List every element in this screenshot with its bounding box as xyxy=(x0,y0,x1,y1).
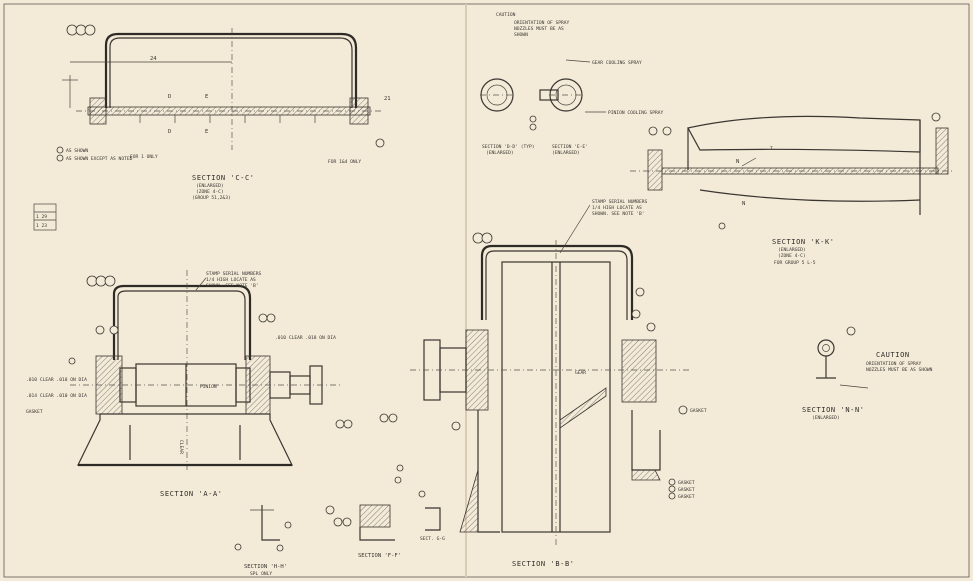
gear-label: GEAR xyxy=(575,370,586,376)
dim-t-label: T xyxy=(770,146,773,152)
section-cc-view: 24 D E D E 21 AS SHOWN AS SHOWN EXCEPT A… xyxy=(56,24,391,201)
dim-e-label-2: E xyxy=(205,129,208,135)
caution-right-title: CAUTION xyxy=(876,351,910,359)
section-bb-title: SECTION 'B-B' xyxy=(512,560,575,568)
caution-top-1: CAUTION xyxy=(496,12,516,18)
caution-top-2: ORIENTATION OF SPRAY xyxy=(514,20,570,26)
section-ff-title: SECTION 'F-F' xyxy=(358,553,401,559)
section-cc-sub3: (GROUP 51,2&3) xyxy=(192,195,231,201)
clear-label: CLEAR xyxy=(178,440,184,454)
stamp-note-left-2: 1/4 HIGH LOCATE AS xyxy=(206,277,256,283)
section-bb-view: GEAR STAMP SERIAL NUMBERS 1/4 HIGH LOCAT… xyxy=(379,199,707,568)
stamp-note-left-3: SHOWN. SEE NOTE 'B' xyxy=(206,283,259,289)
dim-21-label: 21 xyxy=(384,96,391,102)
section-kk-sub1: (ENLARGED) xyxy=(778,247,806,253)
sheet-border xyxy=(3,3,970,578)
gasket-note-right: GASKET xyxy=(690,408,707,414)
section-cc-sub1: (ENLARGED) xyxy=(196,183,224,189)
dim-24-label: 24 xyxy=(150,56,157,62)
table-cell-2: 1 23 xyxy=(36,223,47,229)
section-dd-sub: (ENLARGED) xyxy=(486,150,514,156)
gasket-note-3: GASKET xyxy=(678,494,695,500)
pinion-cooling-spray-label: PINION COOLING SPRAY xyxy=(608,110,664,116)
section-ff-view: SECTION 'F-F' SECT. G-G xyxy=(325,464,445,559)
clear-dia-note-3: .010 CLEAR .018 ON DIA xyxy=(275,335,336,341)
section-nn-sub: (ENLARGED) xyxy=(812,415,840,421)
for-4-only-note: FOR 1&4 ONLY xyxy=(328,159,361,165)
caution-top-3: NOZZLES MUST BE AS xyxy=(514,26,564,32)
gasket-note-1: GASKET xyxy=(678,480,695,486)
dim-e-label: E xyxy=(205,94,208,100)
section-nn-view: CAUTION ORIENTATION OF SPRAY NOZZLES MUS… xyxy=(802,326,933,421)
as-shown-note: AS SHOWN xyxy=(66,148,88,154)
dim-d-label-2: D xyxy=(168,129,171,135)
section-ee-title: SECTION 'E-E' xyxy=(552,144,588,150)
section-cc-sub2: (ZONE 4-C) xyxy=(196,189,224,195)
dim-d-label: D xyxy=(168,94,171,100)
dim-n-label: N xyxy=(736,159,739,165)
for-only-note: FOR 1 ONLY xyxy=(130,154,158,160)
dim-n-label-2: N xyxy=(742,201,745,207)
pinion-label: PINION xyxy=(200,384,217,390)
section-cc-title: SECTION 'C-C' xyxy=(192,174,255,182)
section-gg-title: SECT. G-G xyxy=(420,536,445,542)
section-hh-sub: SPL ONLY xyxy=(250,571,272,577)
stamp-note-right-3: SHOWN. SEE NOTE 'B' xyxy=(592,211,645,217)
section-kk-view: N N T SECTION 'K-K' (ENLARGED) (ZONE 4-C… xyxy=(630,112,952,266)
gasket-note-left: GASKET xyxy=(26,409,43,415)
stamp-note-right-2: 1/4 HIGH LOCATE AS xyxy=(592,205,642,211)
table-cell-1: 1 29 xyxy=(36,214,47,220)
clear-dia-note-2: .014 CLEAR .010 ON DIA xyxy=(26,393,87,399)
caution-top-4: SHOWN xyxy=(514,32,528,38)
clear-dia-note-1: .010 CLEAR .018 ON DIA xyxy=(26,377,87,383)
caution-right-1: ORIENTATION OF SPRAY xyxy=(866,361,922,367)
gasket-note-2: GASKET xyxy=(678,487,695,493)
section-kk-sub3: FOR GROUP 5 L-5 xyxy=(774,260,816,266)
section-nn-title: SECTION 'N-N' xyxy=(802,406,865,414)
section-aa-view: PINION CLEAR STAMP SERIAL NUMBERS 1/4 HI… xyxy=(26,270,353,498)
stamp-note-right-1: STAMP SERIAL NUMBERS xyxy=(592,199,648,205)
stamp-note-left-1: STAMP SERIAL NUMBERS xyxy=(206,271,262,277)
section-kk-sub2: (ZONE 4-C) xyxy=(778,253,806,259)
revision-table: 1 29 1 23 xyxy=(33,203,57,231)
caution-right-2: NOZZLES MUST BE AS SHOWN xyxy=(866,367,933,373)
section-dd-ee-views: CAUTION ORIENTATION OF SPRAY NOZZLES MUS… xyxy=(480,12,664,156)
gear-cooling-spray-label: GEAR COOLING SPRAY xyxy=(592,60,642,66)
section-kk-title: SECTION 'K-K' xyxy=(772,238,835,246)
section-hh-title: SECTION 'H-H' xyxy=(244,564,287,570)
as-shown-except-note: AS SHOWN EXCEPT AS NOTED xyxy=(66,156,133,162)
section-ee-sub: (ENLARGED) xyxy=(552,150,580,156)
section-aa-title: SECTION 'A-A' xyxy=(160,490,223,498)
section-dd-title: SECTION 'D-D' (TYP) xyxy=(482,144,535,150)
section-hh-view: SECTION 'H-H' SPL ONLY xyxy=(234,505,292,577)
